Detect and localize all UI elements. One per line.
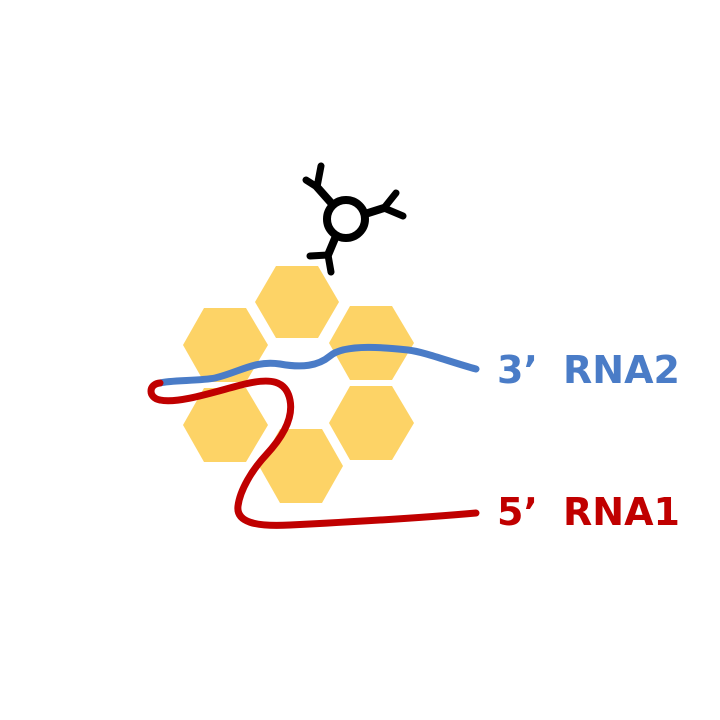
protein-ring [183,266,414,503]
rna2-name-label: RNA2 [563,348,680,392]
antibody-icon [302,162,407,276]
rna1-end-label: 5’ [497,490,538,534]
rna1-name-label: RNA1 [563,490,680,534]
rna2-strand [156,343,480,387]
hexagon-subunit-top [255,266,339,338]
hexagon-subunit-upper-left [183,308,268,382]
rna2-end-label: 3’ [497,348,538,392]
hexagon-subunit-upper-right [329,306,414,380]
rna1-strand [147,377,480,529]
hexagon-subunit-lower-left [183,388,268,462]
hexagon-subunit-lower-right [329,386,414,460]
hexagon-subunit-bottom [259,429,343,503]
